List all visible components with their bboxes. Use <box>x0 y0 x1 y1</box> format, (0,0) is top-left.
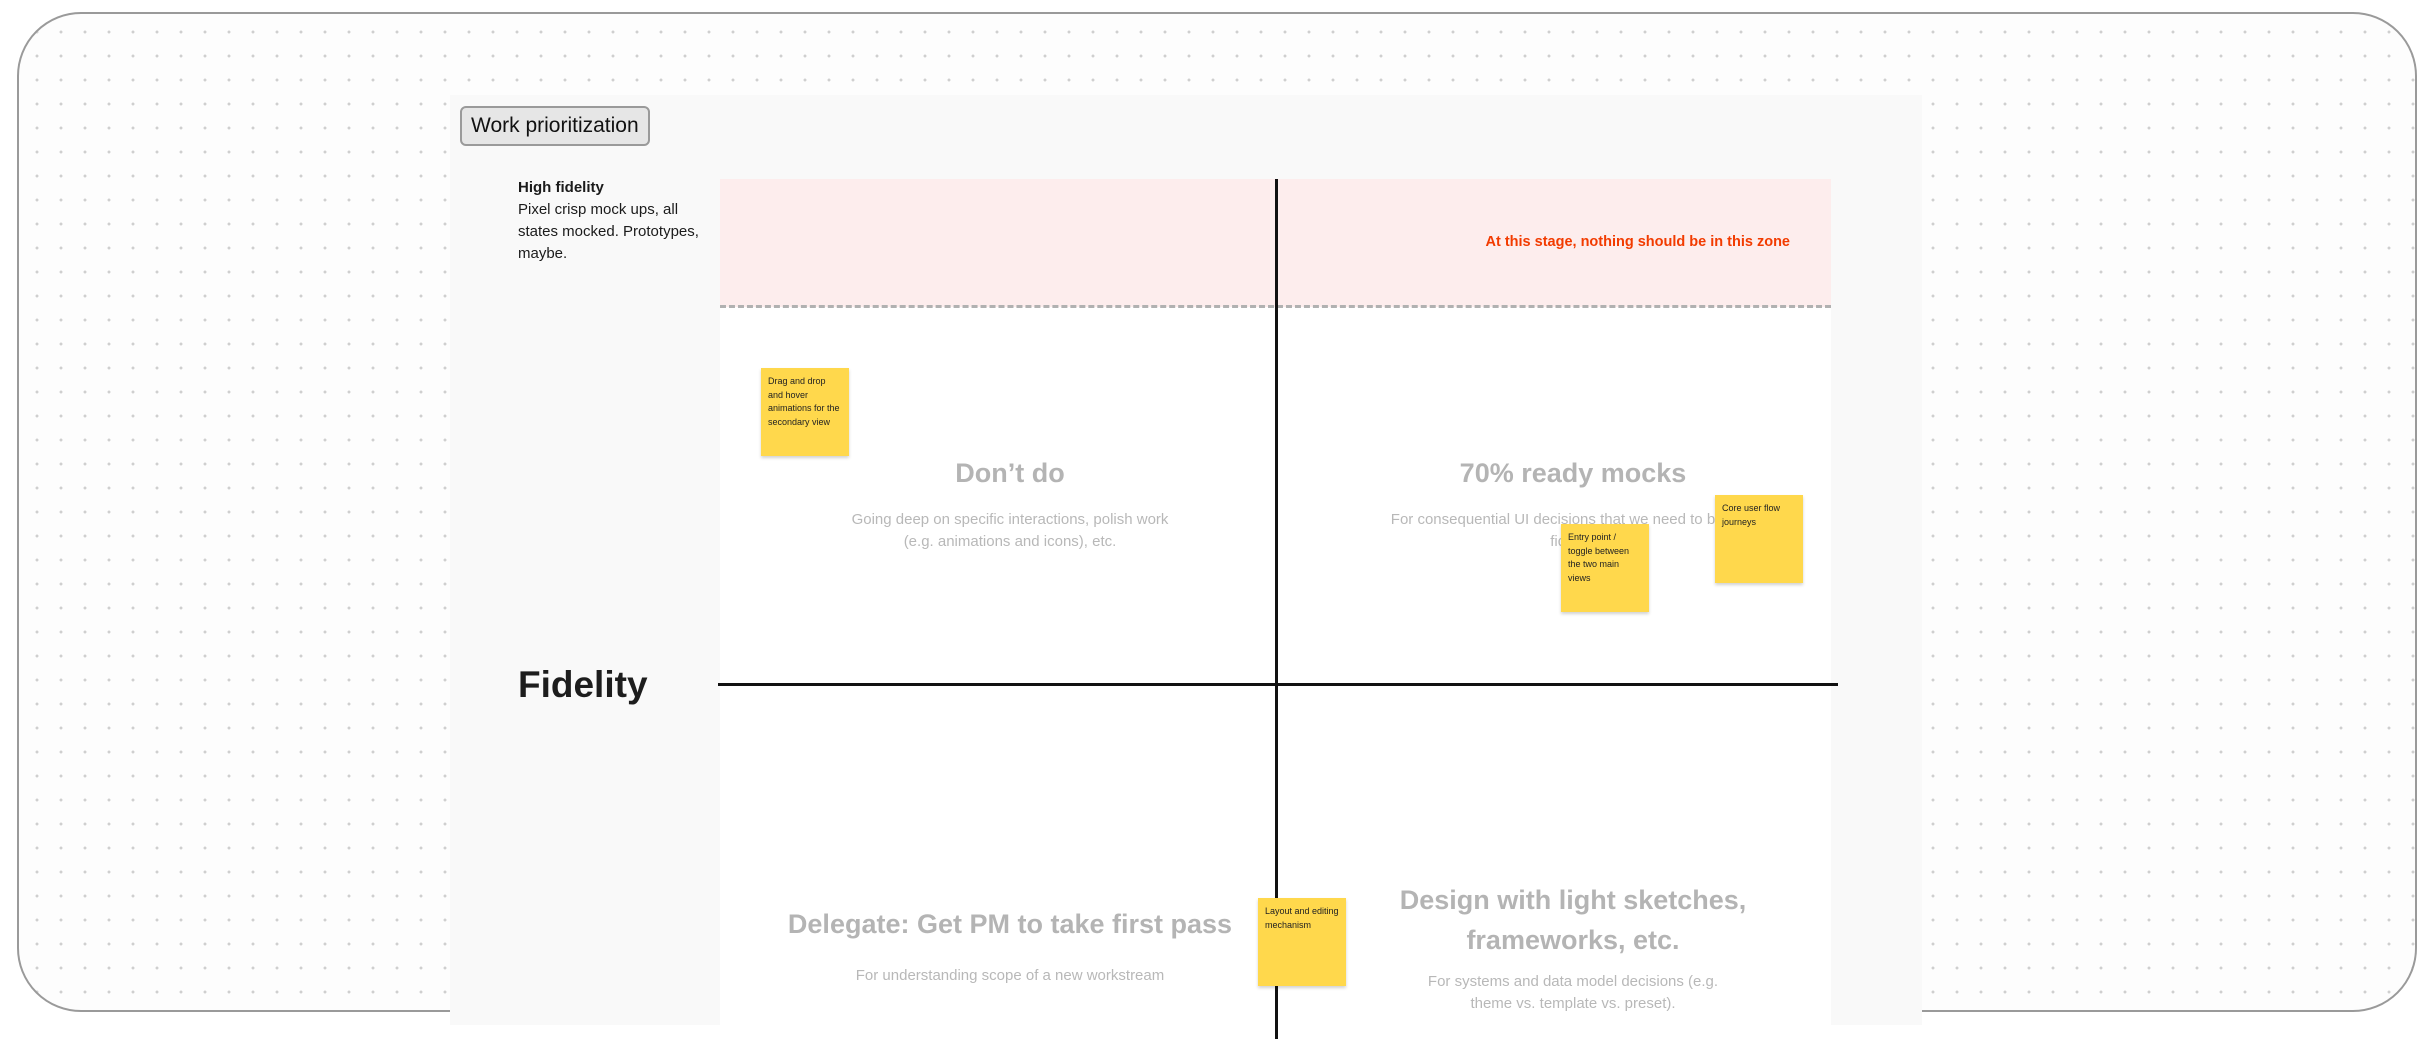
sticky-note[interactable]: Drag and drop and hover animations for t… <box>761 368 849 456</box>
zone-warning-text[interactable]: At this stage, nothing should be in this… <box>1485 234 1791 250</box>
section-title[interactable]: Work prioritization <box>460 106 650 147</box>
quadrant-top-left-title[interactable]: Don’t do <box>955 458 1065 488</box>
quadrant-bottom-right-description[interactable]: For systems and data model decisions (e.… <box>1427 973 1719 1012</box>
quadrant-bottom-left-description[interactable]: For understanding scope of a new workstr… <box>855 967 1165 984</box>
y-axis-divider <box>718 683 1838 686</box>
high-fidelity-description: Pixel crisp mock ups, all states mocked.… <box>518 201 699 262</box>
quadrant-top-right-title[interactable]: 70% ready mocks <box>1459 458 1687 488</box>
quadrant-top-left-description[interactable]: Going deep on specific interactions, pol… <box>851 511 1169 550</box>
x-axis-divider <box>1275 179 1278 1039</box>
high-fidelity-note[interactable]: High fidelity Pixel crisp mock ups, all … <box>518 177 718 265</box>
high-fidelity-title: High fidelity <box>518 179 604 196</box>
sticky-note[interactable]: Layout and editing mechanism <box>1258 898 1346 986</box>
sticky-note[interactable]: Core user flow journeys <box>1715 495 1803 583</box>
quadrant-bottom-left-title[interactable]: Delegate: Get PM to take first pass <box>787 909 1233 939</box>
quadrant-bottom-right-title[interactable]: Design with light sketches, frameworks, … <box>1399 885 1747 955</box>
fidelity-axis-label[interactable]: Fidelity <box>518 664 648 705</box>
sticky-note[interactable]: Entry point / toggle between the two mai… <box>1561 524 1649 612</box>
